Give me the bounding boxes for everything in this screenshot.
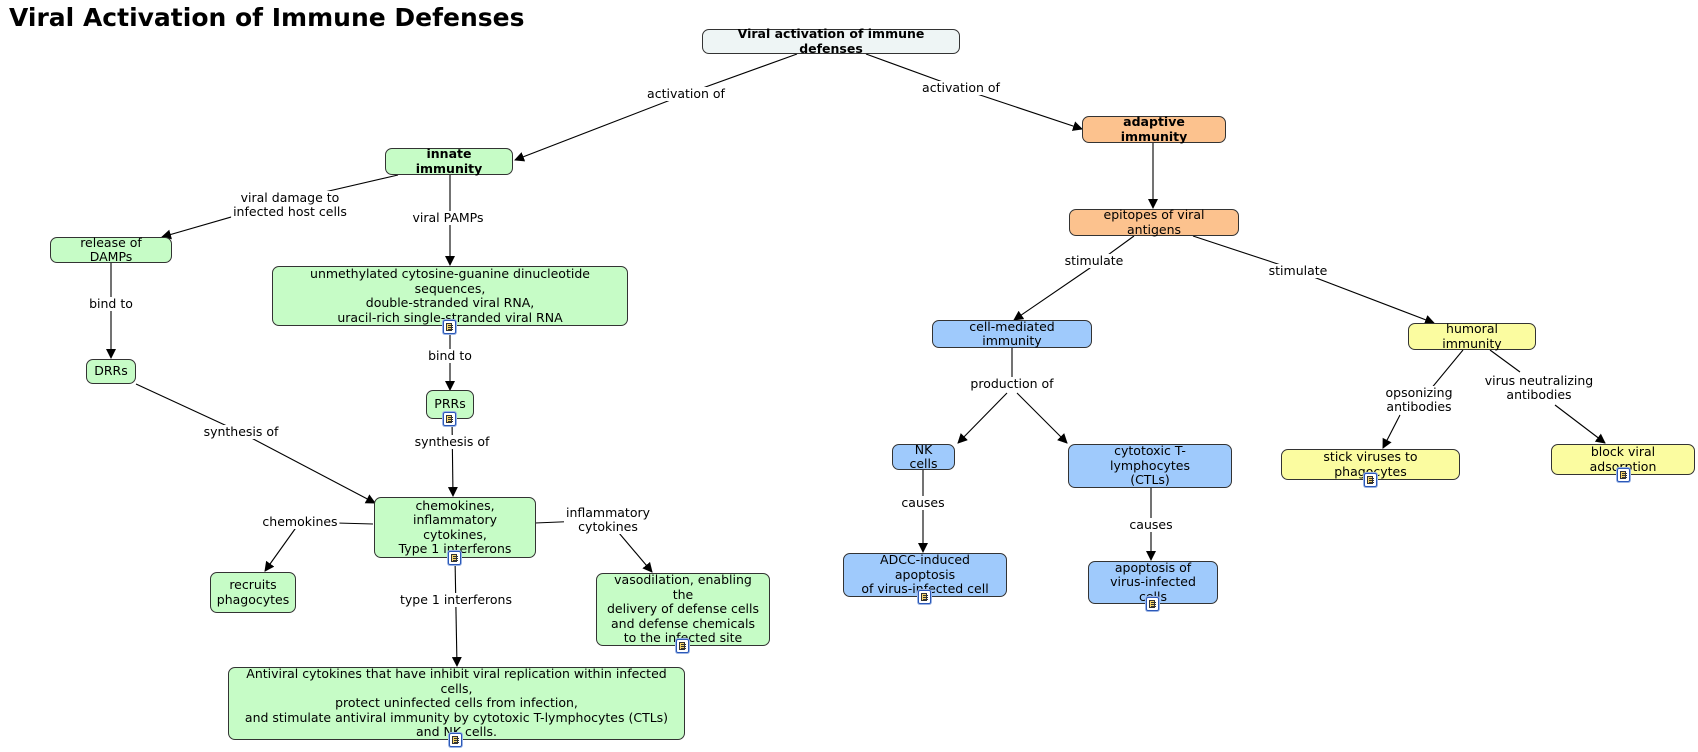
document-resource-icon[interactable] <box>1146 597 1159 611</box>
document-resource-icon[interactable] <box>449 733 462 747</box>
link-label-synthesis-prrs: synthesis of <box>412 434 492 449</box>
link-label-causes-nk: causes <box>899 495 947 510</box>
node-drrs[interactable]: DRRs <box>86 359 136 384</box>
link-label-stimulate-humoral: stimulate <box>1266 263 1330 278</box>
node-nk-cells[interactable]: NK cells <box>892 442 955 471</box>
link-label-opsonizing: opsonizing antibodies <box>1383 385 1455 414</box>
node-humoral-immunity[interactable]: humoral immunity <box>1408 321 1536 350</box>
node-recruits-phagocytes[interactable]: recruits phagocytes <box>210 572 296 613</box>
link-label-bind-pamps: bind to <box>426 348 474 363</box>
link-label-neutralizing: virus neutralizing antibodies <box>1482 373 1596 402</box>
node-innate-immunity[interactable]: innate immunity <box>385 146 513 175</box>
link-label-chemokines: chemokines <box>260 514 340 529</box>
link-label-activation-innate: activation of <box>645 86 727 101</box>
document-resource-icon[interactable] <box>443 412 456 426</box>
link-label-viral-pamps: viral PAMPs <box>410 210 486 225</box>
link-label-activation-adaptive: activation of <box>920 80 1002 95</box>
document-resource-icon[interactable] <box>918 590 931 604</box>
document-resource-icon[interactable] <box>448 551 461 565</box>
document-resource-icon[interactable] <box>676 639 689 653</box>
link-label-synthesis-drrs: synthesis of <box>201 424 281 439</box>
node-adcc-apoptosis[interactable]: ADCC-induced apoptosis of virus-infected… <box>843 553 1007 597</box>
node-adaptive-immunity[interactable]: adaptive immunity <box>1082 114 1226 143</box>
node-chemokines-cytokines-interferons[interactable]: chemokines, inflammatory cytokines, Type… <box>374 497 536 558</box>
document-resource-icon[interactable] <box>1617 468 1630 482</box>
link-label-type1: type 1 interferons <box>398 592 514 607</box>
node-antiviral-cytokines[interactable]: Antiviral cytokines that have inhibit vi… <box>228 667 685 740</box>
link-label-causes-ctl: causes <box>1127 517 1175 532</box>
node-pamp-sequences[interactable]: unmethylated cytosine-guanine dinucleoti… <box>272 266 628 326</box>
node-release-of-damps[interactable]: release of DAMPs <box>50 235 172 264</box>
node-root[interactable]: Viral activation of immune defenses <box>702 26 960 55</box>
node-vasodilation[interactable]: vasodilation, enabling the delivery of d… <box>596 573 770 646</box>
node-cell-mediated-immunity[interactable]: cell-mediated immunity <box>932 319 1092 348</box>
node-apoptosis[interactable]: apoptosis of virus-infected cells <box>1088 560 1218 604</box>
link-label-stimulate-cell: stimulate <box>1062 253 1126 268</box>
node-epitopes[interactable]: epitopes of viral antigens <box>1069 207 1239 236</box>
document-resource-icon[interactable] <box>443 320 456 334</box>
link-label-inflammatory: inflammatory cytokines <box>563 505 653 534</box>
document-resource-icon[interactable] <box>1364 473 1377 487</box>
page-title: Viral Activation of Immune Defenses <box>9 3 525 32</box>
link-label-production: production of <box>968 376 1056 391</box>
node-ctls[interactable]: cytotoxic T-lymphocytes (CTLs) <box>1068 444 1232 488</box>
link-label-viral-damage: viral damage to infected host cells <box>231 190 349 219</box>
link-label-bind-damps: bind to <box>87 296 135 311</box>
